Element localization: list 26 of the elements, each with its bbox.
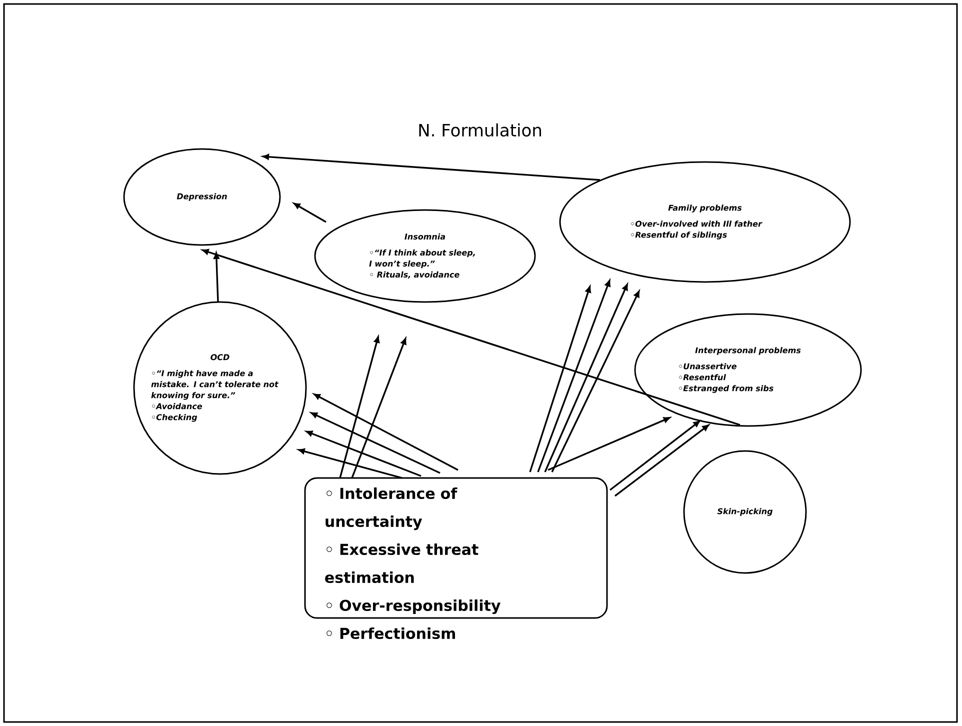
arrow [544,284,628,472]
arrow [314,394,458,471]
arrow [294,202,326,223]
title: N. Formulation [419,123,541,137]
node-label: ◦ Perfectionism [326,627,455,640]
arrow [548,417,670,471]
arrow [298,448,402,479]
arrow [551,290,640,472]
arrow [310,412,440,474]
circle-node: Skin-picking [683,450,807,574]
arrow [202,249,740,426]
rounded-box: ◦ Intolerance of uncertainty ◦ Excessive threat estimation ◦ Over-responsibility ◦ Perfectionism [304,477,608,640]
arrow [351,338,406,478]
arrow [529,286,592,472]
ellipse-node: Depression [123,148,281,246]
arrow [614,424,709,497]
arrow [609,420,700,491]
arrow [537,280,610,472]
arrow [262,154,600,181]
arrow [339,336,380,478]
ellipse-node: Interpersonal problems ◦Unassertive ◦Resentful ◦Estranged from sibs [634,313,862,427]
ellipse-node: Insomnia ◦“If I think about sleep, I won’t sleep.” ◦ Rituals, avoidance [314,209,536,303]
circle-node: OCD ◦“I might have made a mistake. I can’t tolerate not knowing for sure.” ◦Avoidance ◦Checking [133,301,307,475]
arrow [214,252,220,302]
arrow [306,430,422,477]
ellipse-node: Family problems ◦Over-involved with Ill father ◦Resentful of siblings [559,161,851,283]
